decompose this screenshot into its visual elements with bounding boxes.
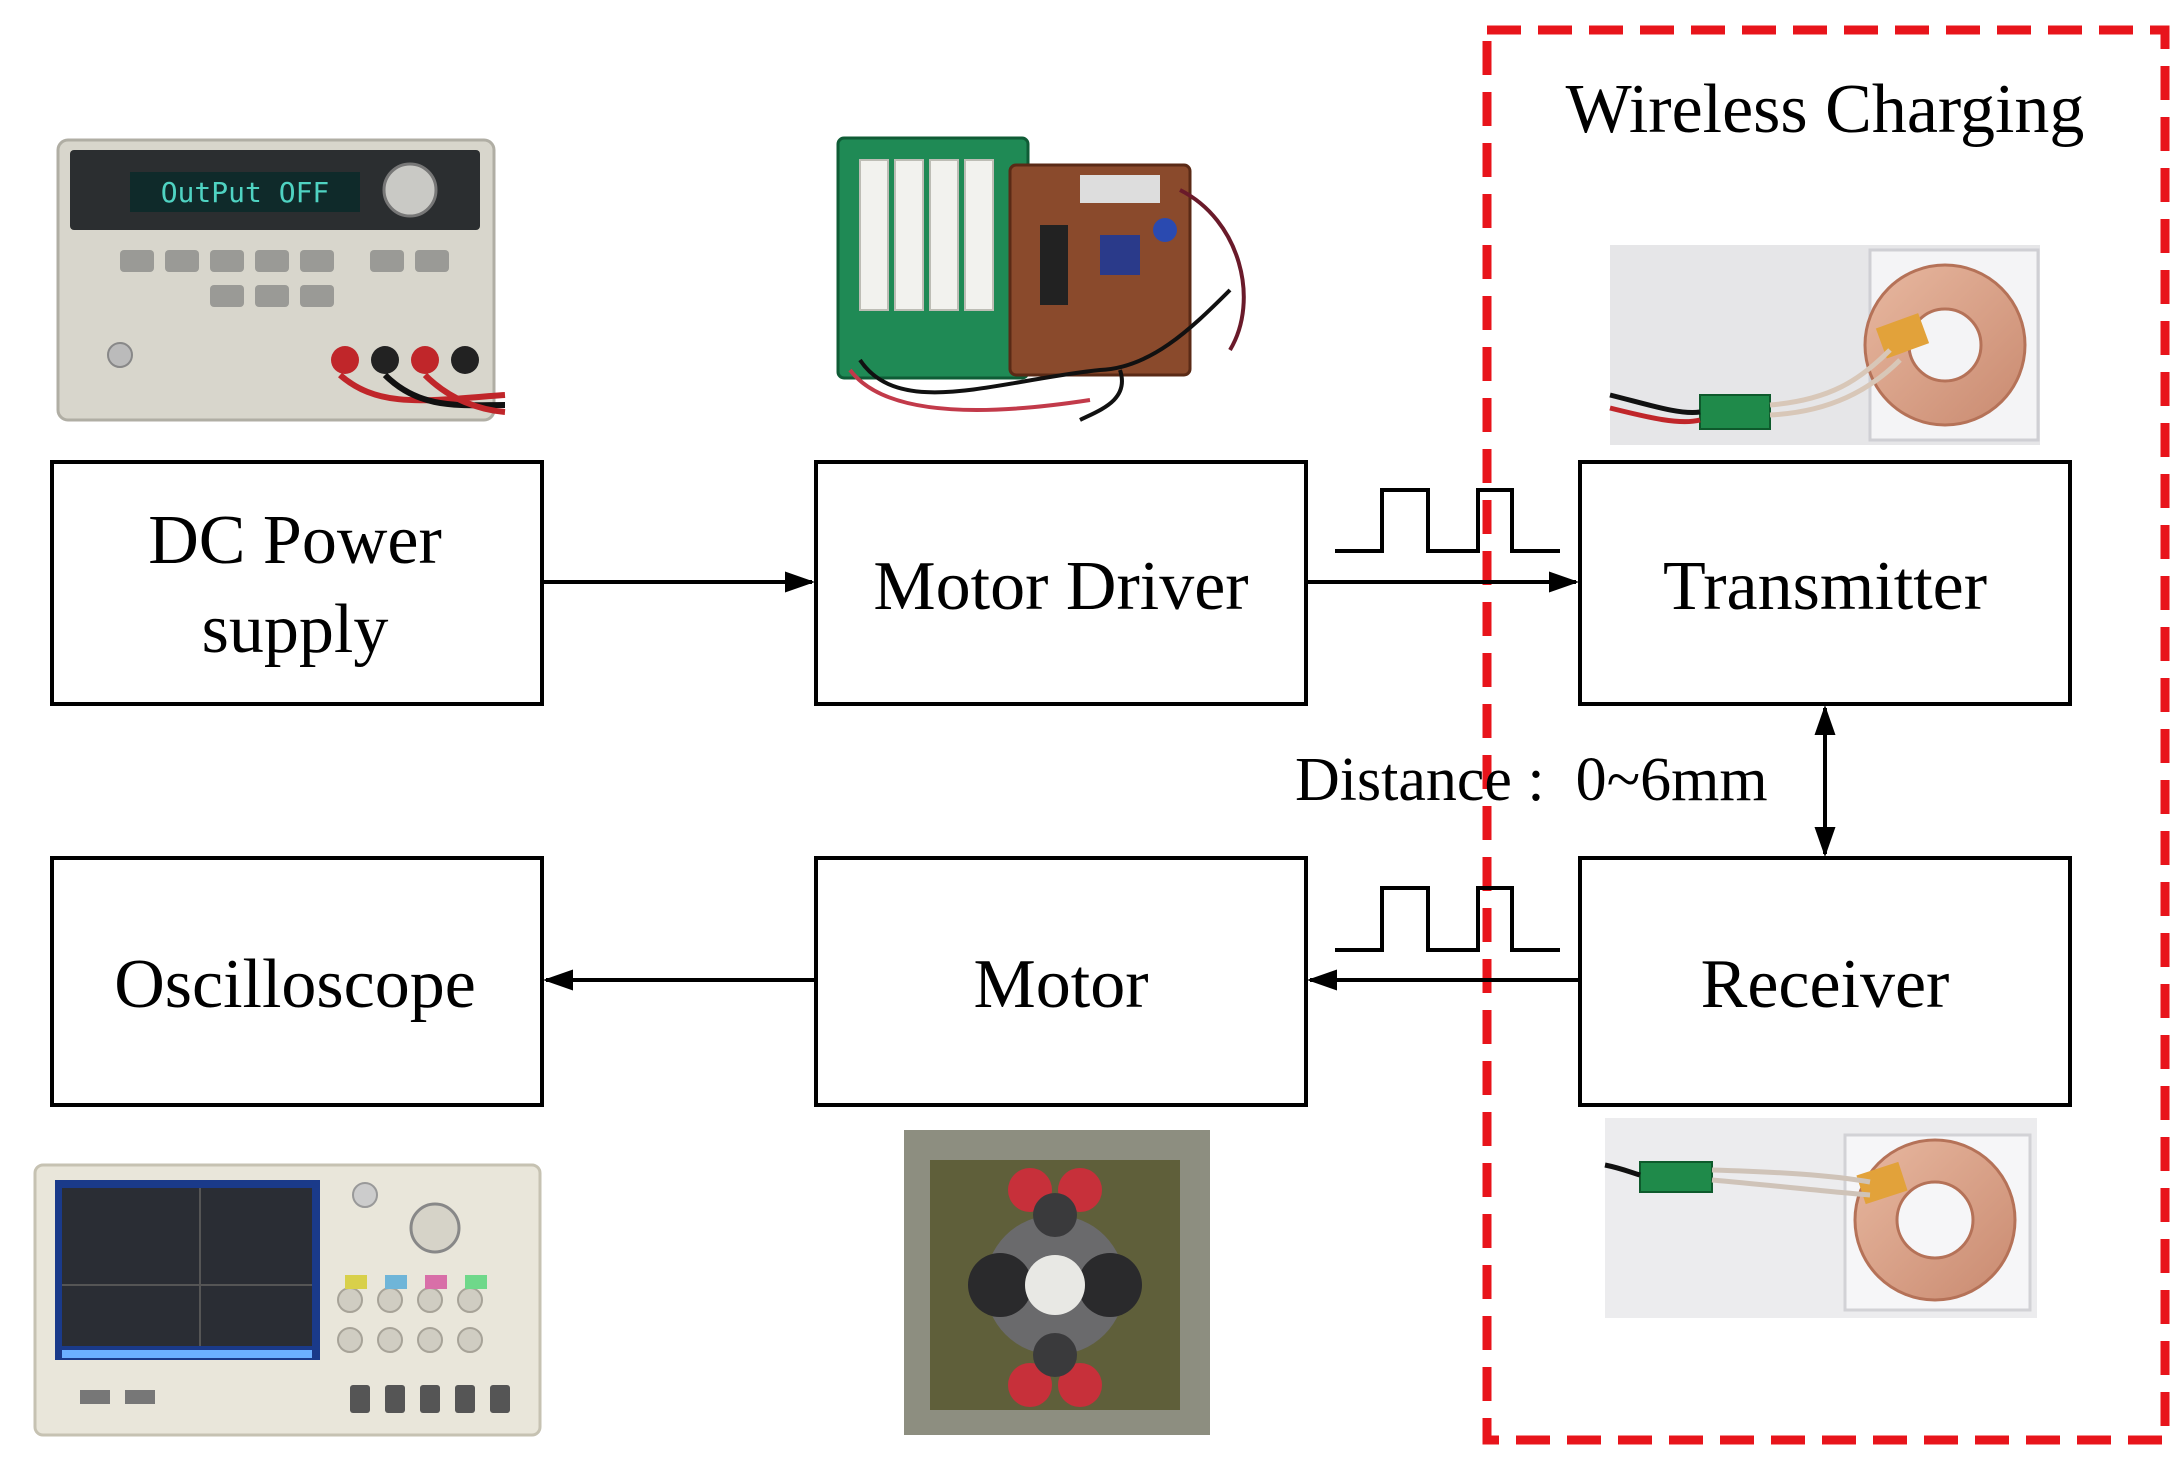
oscilloscope-label: Oscilloscope bbox=[114, 946, 476, 1023]
transmitter-photo bbox=[1609, 245, 2040, 445]
dc-power-label-line2: supply bbox=[202, 591, 389, 668]
dc-power-supply-block: DC Power supply bbox=[50, 460, 544, 706]
pulse-waveform-upper bbox=[1335, 488, 1560, 553]
receiver-label: Receiver bbox=[1701, 946, 1950, 1023]
psu-display-text: OutPut OFF bbox=[161, 176, 330, 209]
motor-driver-photo bbox=[836, 136, 1246, 422]
wireless-charging-boundary bbox=[1482, 25, 2170, 1445]
motor-photo bbox=[904, 1130, 1210, 1435]
dc-power-label-line1: DC Power bbox=[148, 502, 442, 579]
motor-block: Motor bbox=[814, 856, 1308, 1107]
oscilloscope-photo bbox=[33, 1163, 542, 1437]
receiver-photo bbox=[1604, 1118, 2037, 1318]
oscilloscope-block: Oscilloscope bbox=[50, 856, 544, 1107]
transmitter-block: Transmitter bbox=[1578, 460, 2072, 706]
motor-driver-label: Motor Driver bbox=[873, 548, 1248, 625]
dc-power-supply-photo: OutPut OFF bbox=[56, 138, 506, 422]
transmitter-label: Transmitter bbox=[1663, 548, 1987, 625]
receiver-block: Receiver bbox=[1578, 856, 2072, 1107]
motor-label: Motor bbox=[974, 946, 1149, 1023]
motor-driver-block: Motor Driver bbox=[814, 460, 1308, 706]
distance-label: Distance : 0~6mm bbox=[1295, 746, 1768, 814]
wireless-charging-title: Wireless Charging bbox=[1566, 71, 2085, 148]
pulse-waveform-lower bbox=[1335, 886, 1560, 952]
